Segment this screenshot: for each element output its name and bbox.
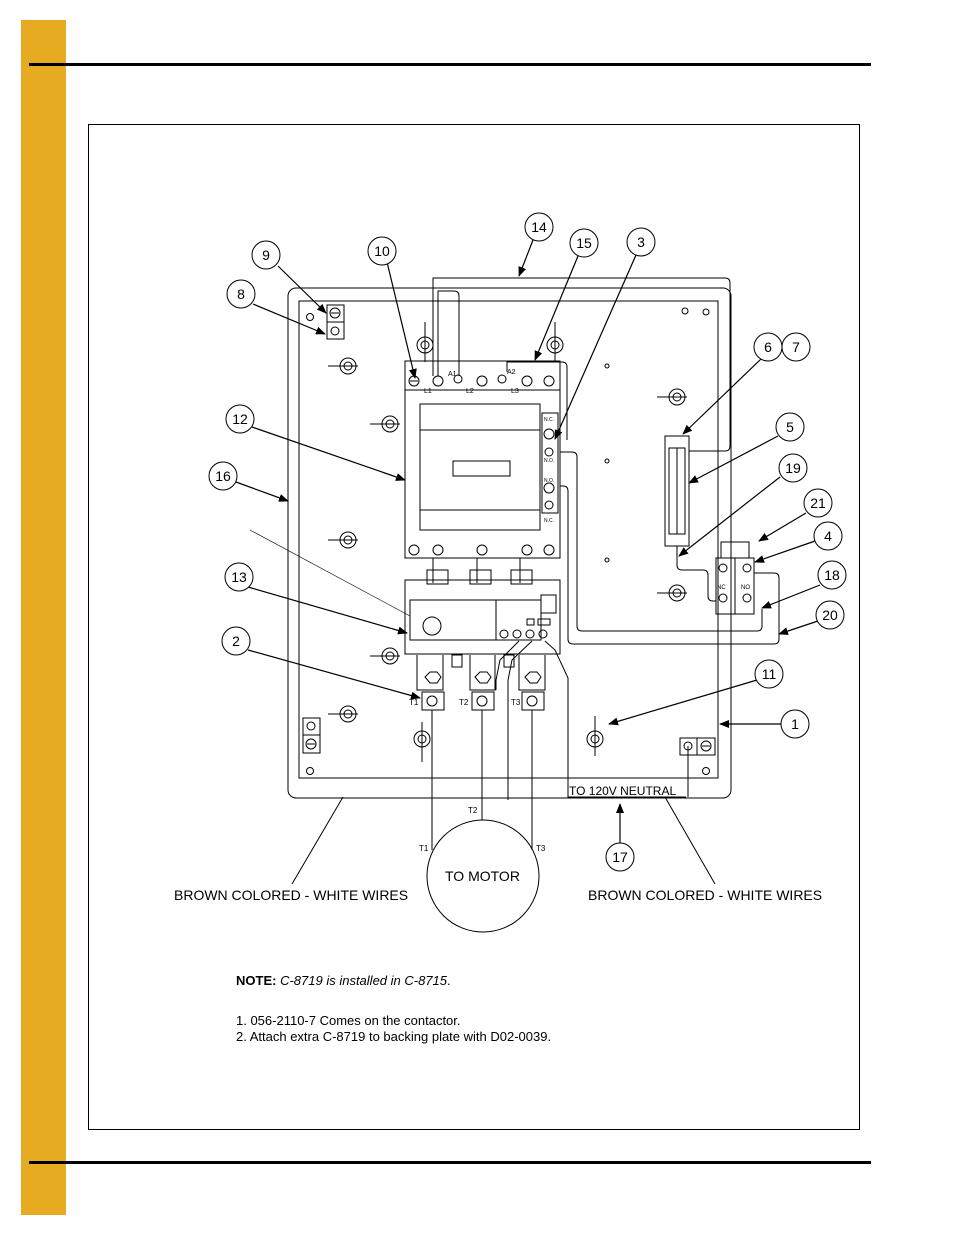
svg-text:15: 15 (576, 235, 592, 251)
svg-text:13: 13 (231, 569, 247, 585)
callout-6: 6 (753, 332, 783, 362)
enclosure-outline (287, 287, 732, 799)
callout-18: 18 (817, 560, 847, 590)
terminal-block-bottom-left (302, 717, 321, 754)
callout-1: 1 (780, 709, 810, 739)
relay-t1: T1 (409, 698, 419, 707)
wires-label-left: BROWN COLORED - WHITE WIRES (174, 887, 408, 903)
callout-5: 5 (775, 412, 805, 442)
to-motor-label: TO MOTOR (445, 868, 520, 884)
page-side-bar (21, 20, 66, 1215)
contactor-label-window (452, 460, 511, 477)
aux-nc-top: N.C. (544, 417, 554, 423)
wiring (431, 277, 780, 850)
callout-17: 17 (605, 842, 635, 872)
svg-text:16: 16 (215, 468, 231, 484)
callout-7: 7 (781, 332, 811, 362)
thin-leader (249, 529, 411, 617)
figure-frame (88, 124, 860, 1130)
terminal-l3: L3 (511, 388, 519, 395)
top-rule (29, 63, 871, 66)
svg-text:20: 20 (822, 607, 838, 623)
callout-4: 4 (813, 521, 843, 551)
wires-right-leader (664, 796, 716, 885)
svg-text:10: 10 (374, 243, 390, 259)
toggle-switch (715, 541, 755, 615)
motor-t1: T1 (419, 844, 429, 853)
svg-text:11: 11 (762, 666, 777, 682)
callout-20: 20 (815, 600, 845, 630)
motor-t2: T2 (468, 806, 478, 815)
aux-no-bottom: N.O. (544, 478, 554, 484)
callout-10: 10 (367, 236, 397, 266)
terminal-block-bottom-right (679, 737, 716, 756)
aux-nc-bottom: N.C. (544, 518, 554, 524)
svg-text:18: 18 (824, 567, 840, 583)
callout-14: 14 (524, 212, 554, 242)
fuse-holder (664, 435, 690, 547)
callout-16: 16 (208, 461, 238, 491)
terminal-block-top-left (326, 304, 345, 340)
wires-left-leader (291, 796, 344, 885)
terminal-l2: L2 (466, 388, 474, 395)
svg-text:5: 5 (786, 419, 794, 435)
motor-symbol (426, 819, 540, 933)
svg-text:19: 19 (785, 460, 801, 476)
svg-text:8: 8 (237, 286, 245, 302)
callout-2: 2 (221, 626, 251, 656)
aux-no-top: N.O. (544, 458, 554, 464)
svg-text:3: 3 (637, 234, 645, 250)
callout-19: 19 (778, 453, 808, 483)
mounting-holes (306, 307, 710, 775)
load-terminals (408, 544, 555, 556)
svg-text:14: 14 (531, 219, 547, 235)
overload-relay (404, 558, 561, 711)
svg-text:4: 4 (824, 528, 832, 544)
svg-text:21: 21 (810, 495, 826, 511)
terminal-a2: A2 (507, 369, 516, 376)
svg-text:9: 9 (262, 247, 270, 263)
callout-8: 8 (226, 279, 256, 309)
svg-text:6: 6 (764, 339, 772, 355)
line-terminals (408, 374, 555, 387)
callout-leaders (235, 239, 821, 844)
callout-3: 3 (626, 227, 656, 257)
bottom-rule (29, 1161, 871, 1164)
wires-label-right: BROWN COLORED - WHITE WIRES (588, 887, 822, 903)
neutral-label: TO 120V NEUTRAL (569, 784, 676, 798)
motor-t3: T3 (536, 844, 546, 853)
relay-t2: T2 (459, 698, 469, 707)
note-install-line: NOTE: C-8719 is installed in C-8715. (236, 973, 551, 989)
svg-text:1: 1 (791, 716, 799, 732)
standoffs (328, 322, 687, 762)
switch-no-label: NO (741, 585, 750, 591)
callout-bubbles: 1 2 3 4 5 6 7 8 9 10 11 12 13 14 15 16 1… (208, 212, 847, 872)
notes-block: NOTE: C-8719 is installed in C-8715. 1. … (236, 973, 551, 1045)
terminal-a1: A1 (448, 371, 457, 378)
note-install: C-8719 is installed in C-8715 (280, 973, 448, 988)
callout-13: 13 (224, 562, 254, 592)
note-line-1: 1. 056-2110-7 Comes on the contactor. (236, 1013, 461, 1028)
callout-11: 11 (754, 659, 784, 689)
callout-15: 15 (569, 228, 599, 258)
contactor (404, 360, 561, 559)
switch-nc-label: NC (717, 585, 726, 591)
note-install-suffix: . (447, 973, 451, 988)
auxiliary-contact-block (541, 412, 559, 514)
svg-text:17: 17 (612, 849, 628, 865)
callout-12: 12 (225, 404, 255, 434)
note-line-2: 2. Attach extra C-8719 to backing plate … (236, 1029, 552, 1044)
svg-text:2: 2 (232, 633, 240, 649)
svg-text:7: 7 (792, 339, 800, 355)
callout-9: 9 (251, 240, 281, 270)
relay-t3: T3 (511, 698, 521, 707)
terminal-l1: L1 (424, 388, 432, 395)
callout-21: 21 (803, 488, 833, 518)
svg-text:12: 12 (232, 411, 248, 427)
note-title: NOTE: (236, 973, 277, 988)
